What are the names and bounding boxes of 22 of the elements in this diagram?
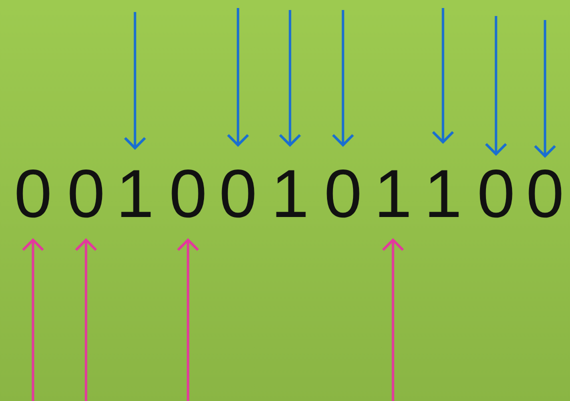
binary-digit: 0 [164, 148, 212, 240]
binary-digit: 0 [521, 148, 569, 240]
binary-digit: 0 [214, 148, 262, 240]
binary-digit: 1 [369, 148, 417, 240]
arrow [534, 20, 556, 158]
arrow [74, 238, 98, 401]
binary-digit: 0 [9, 148, 57, 240]
arrow [484, 16, 508, 156]
arrow [22, 238, 44, 401]
binary-digit: 1 [111, 148, 159, 240]
arrow [226, 8, 250, 146]
arrow [278, 10, 302, 146]
binary-digit: 0 [319, 148, 367, 240]
arrow [382, 238, 404, 401]
binary-digit: 1 [266, 148, 314, 240]
binary-digit: 1 [419, 148, 467, 240]
binary-digit: 0 [62, 148, 110, 240]
arrow [124, 12, 146, 150]
arrow [332, 10, 354, 146]
arrow [432, 8, 454, 144]
arrow [176, 238, 200, 401]
binary-digit: 0 [472, 148, 520, 240]
